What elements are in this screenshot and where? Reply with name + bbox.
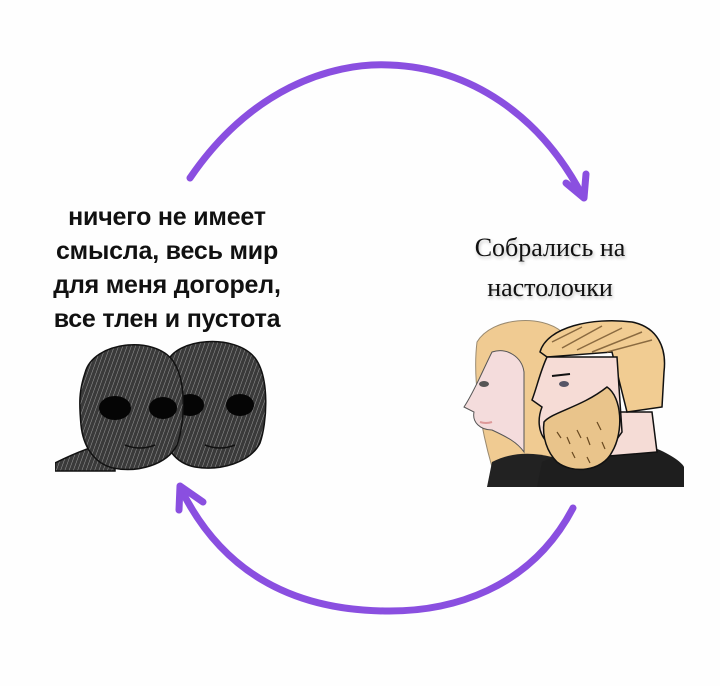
board-games-caption: Собрались на настолочки <box>440 228 660 308</box>
board-games-caption-line: Собрались на <box>474 233 626 262</box>
despair-caption-line: ничего не имеет <box>68 203 266 231</box>
chad-and-girl-figure <box>452 312 687 487</box>
despair-caption-line: все тлен и пустота <box>53 305 281 333</box>
top-arrow-icon <box>186 61 590 202</box>
despair-caption-line: для меня догорел, <box>53 271 281 299</box>
despair-caption-line: смысла, весь мир <box>55 237 279 265</box>
despair-caption: ничего не имеет смысла, весь мир для мен… <box>22 200 312 336</box>
bottom-arrow-icon <box>175 482 577 615</box>
board-games-caption-line: настолочки <box>487 273 613 302</box>
withered-wojak-figure <box>55 333 280 473</box>
